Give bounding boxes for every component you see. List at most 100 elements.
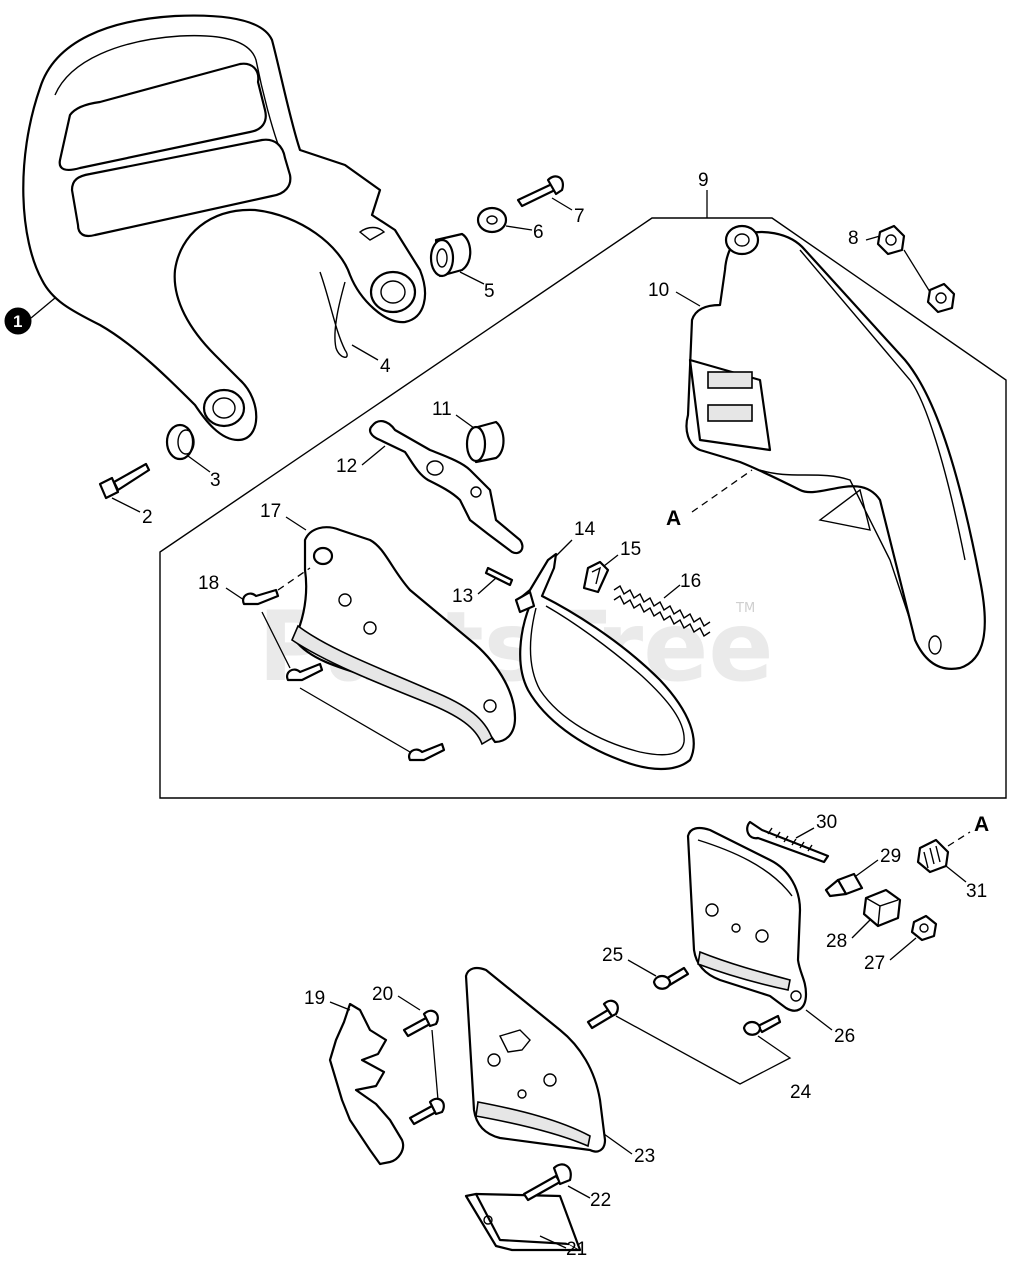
clutch-cover-boss-hole	[734, 233, 750, 247]
ref-line-20	[431, 1029, 439, 1101]
leader-4	[351, 344, 379, 361]
leader-23	[603, 1133, 633, 1155]
callout-12: 12	[336, 456, 357, 477]
callout-16: 16	[680, 571, 701, 592]
bushing-3-body	[165, 423, 195, 461]
brake-lever-12[interactable]	[369, 420, 524, 555]
callout-10: 10	[648, 280, 669, 301]
brake-band-14[interactable]	[514, 552, 695, 770]
pin-13[interactable]	[484, 566, 514, 587]
clutch-cover-slot-1	[707, 371, 753, 389]
nut-27[interactable]	[910, 914, 938, 942]
hand-guard-tab	[358, 226, 386, 241]
leader-8a	[865, 235, 881, 241]
leader-16	[663, 584, 681, 599]
ref-line-18b	[261, 611, 291, 669]
cap-15[interactable]	[582, 560, 610, 594]
pin-29-tip	[824, 878, 848, 898]
callout-22: 22	[590, 1190, 611, 1211]
ref-marker-a-lower: A	[974, 813, 989, 836]
chain-guide-flange	[291, 624, 493, 746]
leader-20	[397, 995, 421, 1011]
callout-27: 27	[864, 953, 885, 974]
bracket-21-hole	[483, 1215, 493, 1225]
guide-plate-26-flange	[697, 950, 791, 991]
callout-21: 21	[566, 1239, 587, 1260]
leader-2	[111, 497, 141, 513]
screw-20[interactable]	[402, 1009, 445, 1126]
callout-9: 9	[698, 170, 709, 191]
clutch-cover-10[interactable]	[685, 224, 986, 670]
screw-18c	[408, 742, 446, 762]
callout-25: 25	[602, 945, 623, 966]
bolt-2[interactable]	[98, 462, 151, 500]
adjusting-screw-30[interactable]	[746, 820, 830, 864]
screw-25[interactable]	[652, 966, 690, 990]
brake-band-tab	[514, 590, 536, 614]
callout-circle-1	[4, 307, 32, 335]
hand-guard-pivot-upper-hole	[380, 280, 406, 304]
gear-31-teeth	[923, 845, 941, 869]
chain-guide-hole-1	[312, 546, 334, 566]
screw-20a-shank	[402, 1016, 432, 1038]
callout-7: 7	[574, 206, 585, 227]
front-hand-guard[interactable]	[22, 14, 427, 442]
bushing-11[interactable]	[465, 420, 505, 464]
leader-7	[551, 197, 573, 211]
guide-plate-23[interactable]	[464, 966, 607, 1153]
spring-16[interactable]	[613, 584, 711, 638]
washer-6[interactable]	[476, 206, 508, 234]
screw-20a-head	[422, 1009, 439, 1028]
callout-17: 17	[260, 501, 281, 522]
bumper-spike-19[interactable]	[328, 1002, 405, 1166]
chain-guide-17[interactable]	[291, 526, 517, 746]
bolt-22[interactable]	[522, 1163, 572, 1202]
callout-13: 13	[452, 586, 473, 607]
callout-31: 31	[966, 881, 987, 902]
leader-30	[795, 827, 815, 839]
guide-plate-23-body	[464, 966, 607, 1153]
pin-29[interactable]	[824, 872, 864, 898]
gear-31[interactable]	[916, 838, 950, 874]
nut-8[interactable]	[876, 224, 956, 314]
adjuster-block-28[interactable]	[862, 888, 902, 928]
brake-band-outer	[516, 552, 695, 770]
clutch-cover-edge	[799, 249, 966, 561]
hand-guard-inner-edge	[54, 34, 283, 156]
callout-28: 28	[826, 931, 847, 952]
leader-24	[615, 1015, 792, 1085]
leader-6	[505, 225, 533, 231]
cap-15-slot	[591, 566, 602, 585]
hand-guard-lower-slot	[70, 138, 292, 238]
hand-guard-upper-slot	[58, 62, 267, 171]
guide-plate-23-hole-2	[543, 1073, 557, 1087]
collar-5[interactable]	[429, 232, 472, 278]
screw-18[interactable]	[242, 588, 446, 762]
screw-24[interactable]	[586, 999, 782, 1036]
leader-3	[187, 455, 211, 473]
leader-11	[455, 414, 475, 429]
clutch-cover-lower-hole	[928, 635, 942, 655]
screw-18b	[286, 662, 324, 682]
screw-7[interactable]	[516, 175, 564, 208]
guide-plate-26-tab-hole	[790, 990, 802, 1002]
callout-11: 11	[432, 399, 452, 420]
collar-5-face	[429, 238, 455, 278]
pin-13-body	[484, 566, 514, 587]
guide-plate-26[interactable]	[686, 826, 808, 1012]
screw-18a	[242, 588, 280, 606]
spring-4[interactable]	[319, 271, 348, 358]
leader-29	[855, 859, 879, 877]
adjusting-screw-30-shank	[746, 820, 830, 864]
bushing-3[interactable]	[165, 423, 195, 461]
leader-14	[555, 539, 573, 557]
chain-guide-hole-3	[363, 621, 377, 635]
leader-1	[30, 297, 56, 319]
bracket-21[interactable]	[464, 1192, 582, 1252]
leader-28	[851, 919, 871, 939]
clutch-cover-slot-2	[707, 404, 753, 422]
ref-line-a-lower	[947, 831, 971, 847]
screw-24a-shank	[586, 1008, 614, 1030]
callout-15: 15	[620, 539, 641, 560]
